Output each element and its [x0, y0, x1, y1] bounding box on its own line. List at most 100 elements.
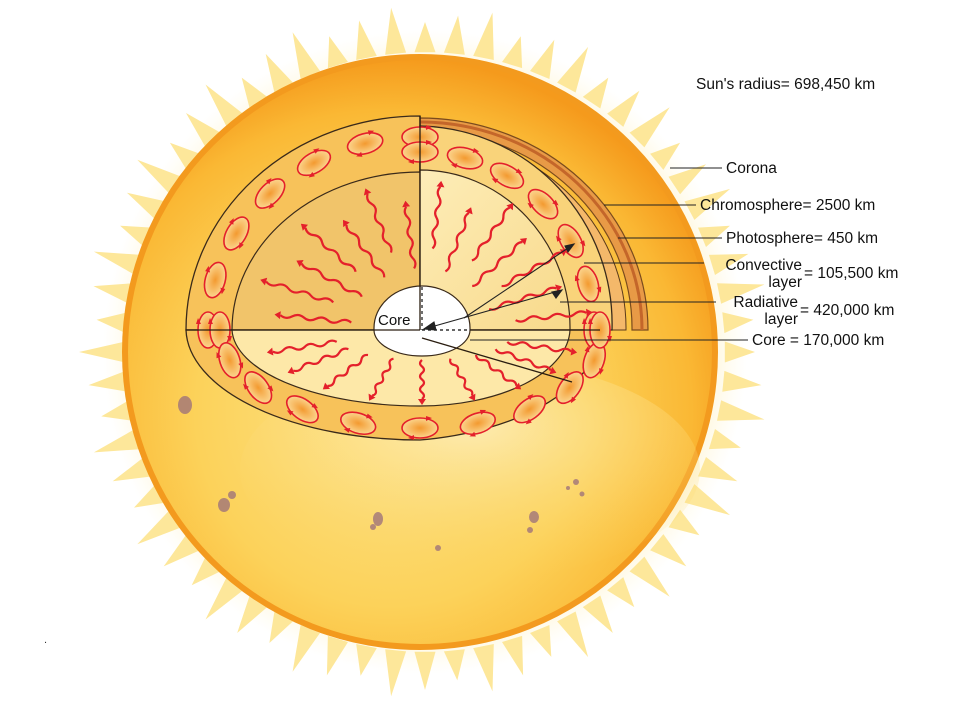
radiation-arrowhead — [468, 393, 476, 401]
corona-ray — [101, 400, 133, 421]
radiation-wave-arrow-icon — [345, 224, 386, 278]
radiation-arrowhead — [343, 219, 350, 228]
corona-ray — [557, 611, 589, 658]
convection-cell-icon — [513, 394, 547, 425]
radiation-wave-arrow-icon — [418, 359, 426, 400]
corona-ray — [169, 142, 200, 170]
sunspot-icon — [178, 396, 192, 414]
convective-label-line2: layer — [768, 274, 802, 291]
radiation-arrowhead — [465, 207, 473, 215]
radiation-wave-arrow-icon — [472, 240, 523, 288]
corona-ray — [607, 577, 635, 608]
corona-ray — [137, 159, 182, 195]
radiative-layer-label: Radiative layer — [716, 294, 798, 328]
corona-ray — [668, 164, 706, 195]
convection-cell-icon — [574, 265, 602, 303]
convection-cell-icon — [243, 371, 274, 405]
radiation-wave-arrow-icon — [403, 206, 417, 269]
radiation-arrowhead — [549, 366, 557, 375]
convection-cell-icon — [216, 342, 244, 379]
corona-ray — [582, 595, 613, 633]
corona-ray — [191, 556, 221, 586]
corona-ray — [629, 107, 670, 148]
corona-ray — [327, 36, 348, 69]
corona-ray — [112, 457, 152, 482]
corona-ray — [265, 53, 293, 93]
sunspot-icon — [370, 524, 376, 530]
radiation-arrowhead — [519, 238, 527, 245]
corona-ray — [292, 32, 320, 79]
photosphere-label: Photosphere= 450 km — [726, 230, 879, 247]
corona-ray — [414, 651, 436, 690]
convective-layer-value: = 105,500 km — [804, 265, 899, 282]
radiation-wave-arrow-icon — [494, 348, 552, 372]
convection-cell-icon — [340, 411, 377, 436]
radiation-arrowhead — [506, 203, 514, 211]
convection-cell-icon — [556, 223, 586, 259]
radiation-arrowhead — [402, 200, 411, 208]
radiation-wave-arrow-icon — [488, 286, 557, 311]
radiation-wave-arrow-icon — [279, 313, 352, 324]
sunspot-icon — [529, 511, 539, 523]
corona-ray — [530, 39, 555, 79]
convection-cell-icon — [555, 371, 584, 405]
core-label: Core = 170,000 km — [752, 332, 885, 349]
corona-ray — [269, 611, 293, 643]
radiation-arrowhead — [274, 311, 281, 320]
sunspot-icon — [373, 512, 383, 526]
corona-ray — [385, 7, 407, 55]
convection-cell-icon — [223, 216, 250, 251]
radiation-wave-arrow-icon — [371, 357, 394, 397]
corona-ray — [502, 635, 524, 676]
corona-ray — [292, 625, 320, 672]
corona-ray — [722, 312, 754, 334]
radiation-arrowhead — [260, 277, 268, 286]
convection-cell-icon — [401, 416, 439, 440]
convection-cell-icon — [254, 177, 286, 210]
chromosphere-label: Chromosphere= 2500 km — [700, 197, 876, 214]
sunspot-icon — [579, 491, 585, 497]
radiative-label-line2: layer — [764, 311, 798, 328]
radiation-wave-arrow-icon — [506, 341, 572, 353]
corona-ray — [414, 22, 436, 53]
corona-ray — [96, 312, 128, 334]
radiation-wave-arrow-icon — [304, 227, 357, 273]
convection-cell-icon — [285, 395, 319, 424]
corona-ray — [722, 370, 762, 392]
corona-ray — [126, 192, 166, 220]
sunspot-icon — [573, 479, 579, 485]
corona-ray — [698, 225, 730, 247]
corona-ray — [684, 188, 731, 220]
stray-mark: . — [44, 634, 48, 646]
corona-ray — [473, 12, 494, 61]
corona-ray — [356, 20, 377, 60]
corona-ray — [93, 283, 133, 304]
sunspot-icon — [527, 527, 533, 533]
convection-cell-icon — [527, 188, 559, 220]
radiation-arrowhead — [586, 308, 593, 317]
corona-ray — [650, 142, 681, 170]
sunspot-icon — [435, 545, 441, 551]
corona-ray — [205, 577, 243, 620]
radiation-arrowhead — [436, 180, 445, 188]
corona-ray — [708, 429, 741, 450]
cut-lines — [186, 116, 600, 383]
radiation-wave-arrow-icon — [265, 280, 335, 304]
radiation-wave-arrow-icon — [471, 206, 511, 262]
sunspots — [178, 396, 585, 551]
corona-rays — [79, 7, 765, 697]
corona-ray — [607, 90, 640, 127]
radiation-arrowhead — [559, 249, 567, 257]
chromosphere-shell-edge — [419, 120, 644, 331]
radiation-arrowhead — [363, 188, 372, 196]
corona-label: Corona — [726, 160, 777, 177]
radiation-wave-arrow-icon — [366, 193, 393, 253]
radiation-wave-arrow-icon — [501, 251, 562, 288]
corona-ray — [356, 644, 377, 676]
radiative-layer-value: = 420,000 km — [800, 302, 895, 319]
radiation-arrowhead — [555, 284, 562, 293]
sunspot-icon — [566, 486, 570, 490]
sunspot-icon — [218, 498, 230, 512]
radiation-arrows — [260, 180, 593, 405]
